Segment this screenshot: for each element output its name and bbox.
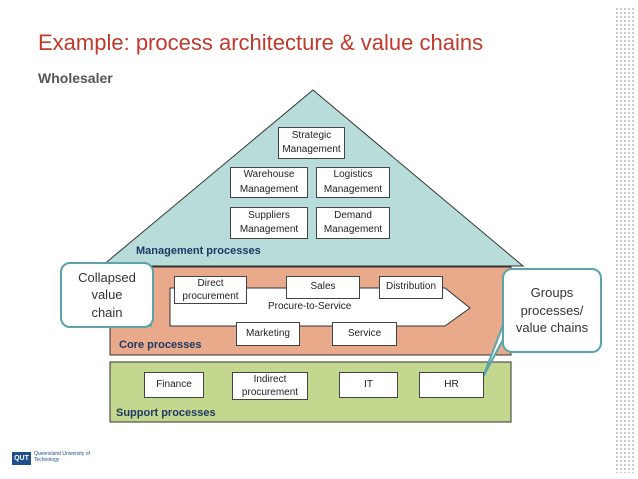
core-processes-label: Core processes xyxy=(119,339,202,351)
groups-processes-text: Groups processes/ value chains xyxy=(515,285,589,336)
decorative-stripe xyxy=(616,8,636,473)
demand-management-box: Demand Management xyxy=(316,207,390,239)
direct-procurement-box: Direct procurement xyxy=(174,276,247,304)
indirect-procurement-box: Indirect procurement xyxy=(232,372,308,400)
support-processes-label: Support processes xyxy=(116,407,216,419)
qut-logo: QUT xyxy=(12,452,31,465)
strategic-management-box: Strategic Management xyxy=(278,127,345,159)
management-triangle xyxy=(100,89,525,267)
warehouse-management-box: Warehouse Management xyxy=(230,167,308,198)
slide-title: Example: process architecture & value ch… xyxy=(38,30,484,55)
value-chain-label: Procure-to-Service xyxy=(268,301,352,312)
collapsed-value-chain-callout: Collapsed value chain xyxy=(60,262,154,328)
marketing-box: Marketing xyxy=(236,322,300,346)
it-box: IT xyxy=(339,372,398,398)
hr-box: HR xyxy=(419,372,484,398)
distribution-box: Distribution xyxy=(379,276,443,299)
slide-subtitle: Wholesaler xyxy=(38,70,113,86)
service-box: Service xyxy=(332,322,397,346)
suppliers-management-box: Suppliers Management xyxy=(230,207,308,239)
finance-box: Finance xyxy=(144,372,204,398)
qut-logo-text: Queensland University of Technology xyxy=(34,451,90,463)
collapsed-value-chain-text: Collapsed value chain xyxy=(78,269,136,320)
sales-box: Sales xyxy=(286,276,360,299)
logistics-management-box: Logistics Management xyxy=(316,167,390,198)
groups-processes-callout: Groups processes/ value chains xyxy=(502,268,602,353)
management-processes-label: Management processes xyxy=(136,245,261,257)
